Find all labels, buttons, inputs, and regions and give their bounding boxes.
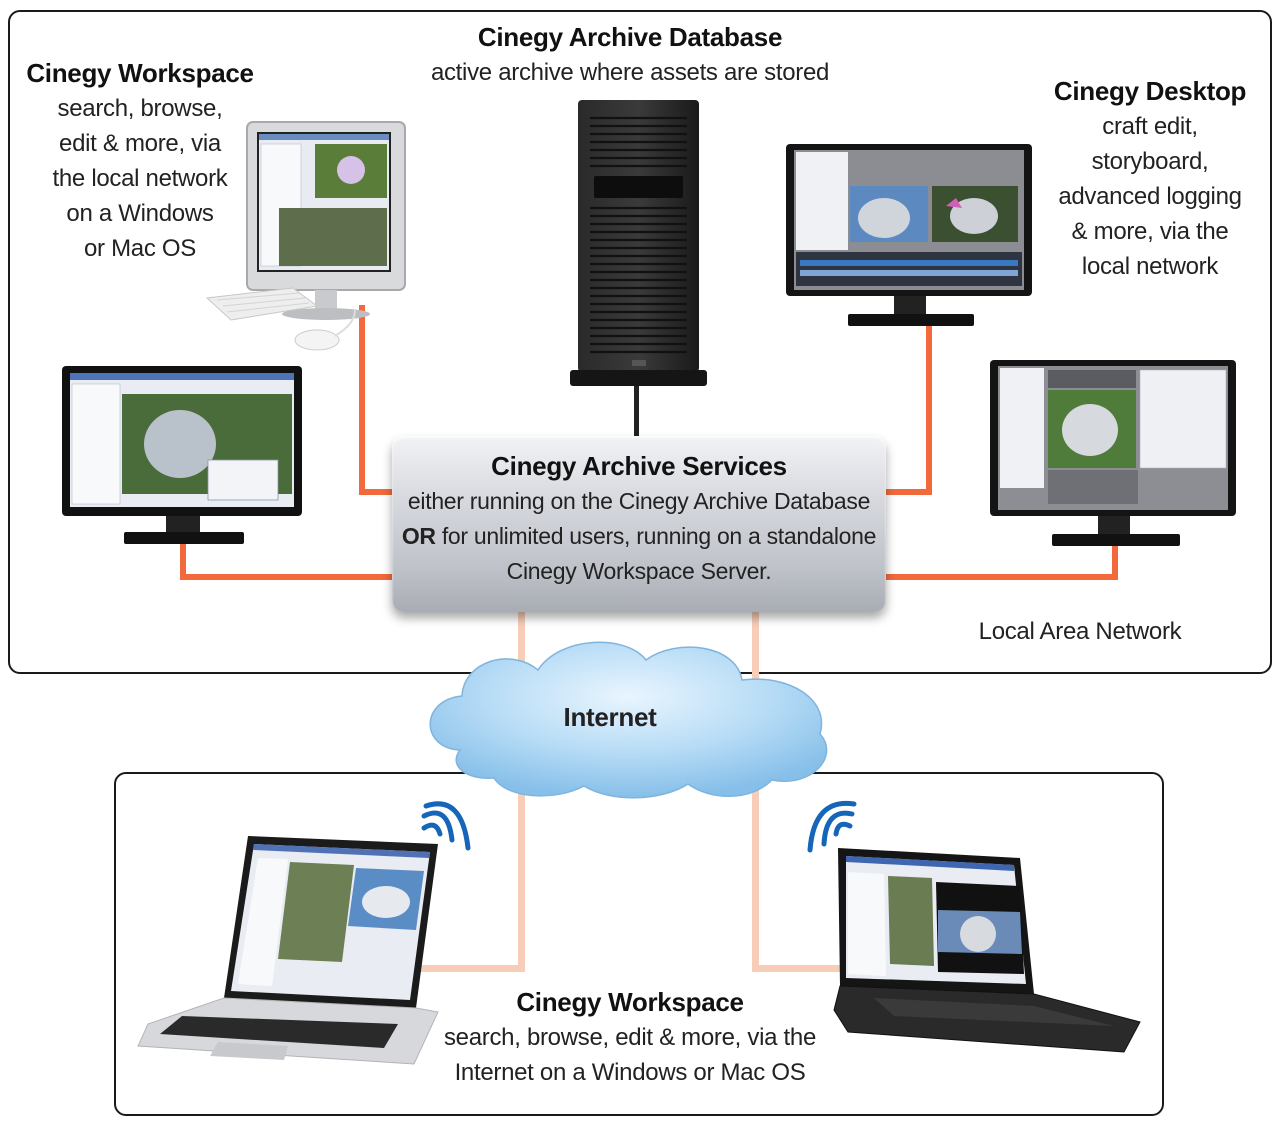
desktop-line: storyboard, <box>1091 148 1209 175</box>
desktop-line: local network <box>1081 253 1219 280</box>
archive-database-label: Cinegy Archive Database active archive w… <box>420 20 840 90</box>
lan-line-imac-horizontal <box>359 489 395 495</box>
monitor-icon-right <box>990 360 1236 546</box>
archive-services-line3: Cinegy Workspace Server. <box>506 558 772 584</box>
wifi-icon-left <box>421 801 471 851</box>
archive-services-label: Cinegy Archive Services either running o… <box>392 449 886 589</box>
archive-services-or: OR <box>401 523 436 549</box>
wan-line-right-horizontal <box>752 965 842 972</box>
lan-line-monitor-left-vertical <box>180 540 186 580</box>
desktop-line: advanced logging <box>1058 183 1242 210</box>
workspace-lan-line: edit & more, via <box>59 130 221 157</box>
imac-icon <box>205 121 406 351</box>
lan-line-monitor-right-horizontal <box>884 574 1118 580</box>
monitor-icon-desktop <box>786 144 1032 326</box>
workspace-internet-label: Cinegy Workspace search, browse, edit & … <box>420 985 840 1090</box>
laptop-icon-right <box>833 848 1141 1053</box>
lan-label: Local Area Network <box>978 618 1182 645</box>
wan-line-left-horizontal <box>420 965 525 972</box>
archive-database-title: Cinegy Archive Database <box>477 22 783 52</box>
workspace-lan-line: search, browse, <box>57 95 223 122</box>
workspace-lan-line: or Mac OS <box>84 235 196 262</box>
wifi-icon-right <box>807 800 857 853</box>
archive-services-title: Cinegy Archive Services <box>491 451 787 481</box>
lan-line-desktop-horizontal <box>884 489 932 495</box>
lan-line-desktop-vertical <box>926 325 932 495</box>
archive-services-line1: either running on the Cinegy Archive Dat… <box>407 488 871 514</box>
server-cable <box>634 345 639 440</box>
lan-line-monitor-right-vertical <box>1112 540 1118 580</box>
workspace-internet-line: search, browse, edit & more, via the <box>443 1024 817 1051</box>
desktop-label: Cinegy Desktop craft edit, storyboard, a… <box>1040 74 1260 284</box>
archive-services-box <box>392 436 886 612</box>
desktop-title: Cinegy Desktop <box>1053 76 1247 106</box>
workspace-lan-title: Cinegy Workspace <box>26 58 254 88</box>
archive-services-line2-rest: for unlimited users, running on a standa… <box>435 523 877 549</box>
lan-line-imac-vertical <box>359 305 365 495</box>
monitor-icon-left <box>62 366 302 544</box>
archive-services-line2: OR for unlimited users, running on a sta… <box>392 519 886 554</box>
workspace-internet-title: Cinegy Workspace <box>516 987 744 1017</box>
server-tower-icon <box>570 100 707 386</box>
laptop-icon-left <box>137 836 439 1065</box>
internet-label: Internet <box>563 702 657 732</box>
workspace-internet-line: Internet on a Windows or Mac OS <box>454 1059 806 1086</box>
desktop-line: craft edit, <box>1102 113 1198 140</box>
desktop-line: & more, via the <box>1071 218 1229 245</box>
workspace-lan-line: on a Windows <box>66 200 214 227</box>
cloud-icon <box>429 641 828 799</box>
workspace-lan-line: the local network <box>52 165 228 192</box>
lan-line-monitor-left-horizontal <box>180 574 395 580</box>
archive-database-subtitle: active archive where assets are stored <box>430 59 830 86</box>
workspace-lan-label: Cinegy Workspace search, browse, edit & … <box>20 56 260 266</box>
